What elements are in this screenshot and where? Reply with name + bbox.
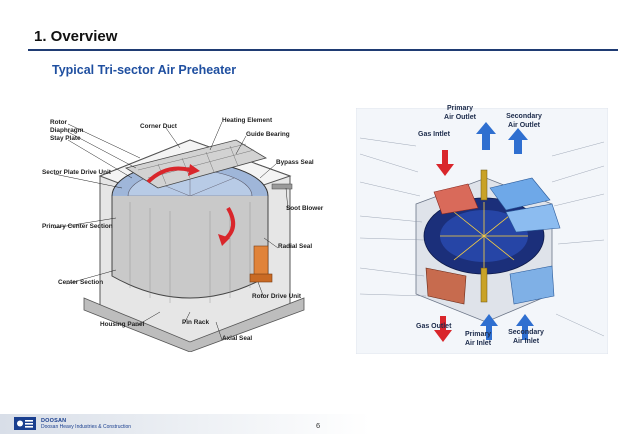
label-rotor: Rotor [50,119,68,126]
label-primary-air-inlet-line2: Air Inlet [465,340,492,347]
label-primary-air-outlet-line1: Primary [447,105,473,112]
label-gas-outlet: Gas Outlet [416,323,452,330]
title-divider [28,49,618,51]
company-logo: DOOSAN Doosan Heavy Industries & Constru… [14,417,131,430]
doosan-logo-icon [14,417,36,430]
label-secondary-air-outlet-line1: Secondary [506,113,542,120]
label-sector-plate-drive-unit: Sector Plate Drive Unit [42,169,112,176]
slide-subtitle: Typical Tri-sector Air Preheater [52,63,237,77]
label-axial-seal: Axial Seal [222,335,252,342]
label-primary-air-inlet-line1: Primary [465,331,491,338]
logo-wordmark: DOOSAN [41,417,67,424]
label-center-section: Center Section [58,279,103,286]
preheater-housing-illustration [83,139,305,352]
air-preheater-flow-diagram [356,108,608,354]
label-secondary-air-inlet-line1: Secondary [508,329,544,336]
label-guide-bearing: Guide Bearing [246,131,290,138]
label-gas-inlet: Gas Intlet [418,131,451,138]
label-pin-rack: Pin Rack [182,319,209,326]
footer-band [0,414,370,434]
label-stay-plate: Stay Plate [50,135,81,142]
logo-text-block: DOOSAN Doosan Heavy Industries & Constru… [41,418,131,430]
label-soot-blower: Soot Blower [286,205,324,212]
label-secondary-air-inlet-line2: Air Inlet [513,338,540,345]
minor-callout-lines [359,137,605,337]
flow-diagram-labels: Primary Air Outlet Secondary Air Outlet … [416,105,544,347]
label-radial-seal: Radial Seal [278,243,312,250]
label-primary-center-section: Primary Center Section [42,223,113,230]
callout-lines [53,121,289,341]
label-primary-air-outlet-line2: Air Outlet [444,114,477,121]
flow-diagram-illustration [415,122,561,342]
label-heating-element: Heating Element [222,117,273,124]
label-rotor-drive-unit: Rotor Drive Unit [252,293,302,300]
slide-title: 1. Overview [34,28,118,45]
label-diaphragm: Diaphragm [50,127,84,134]
label-bypass-seal: Bypass Seal [276,159,314,166]
label-housing-panel: Housing Panel [100,321,145,328]
page-number: 6 [316,421,321,430]
air-preheater-cutaway-diagram: Rotor Diaphragm Stay Plate Corner Duct H… [42,117,324,352]
company-name: Doosan Heavy Industries & Construction [41,423,132,430]
label-secondary-air-outlet-line2: Air Outlet [508,122,541,129]
label-corner-duct: Corner Duct [140,123,178,130]
